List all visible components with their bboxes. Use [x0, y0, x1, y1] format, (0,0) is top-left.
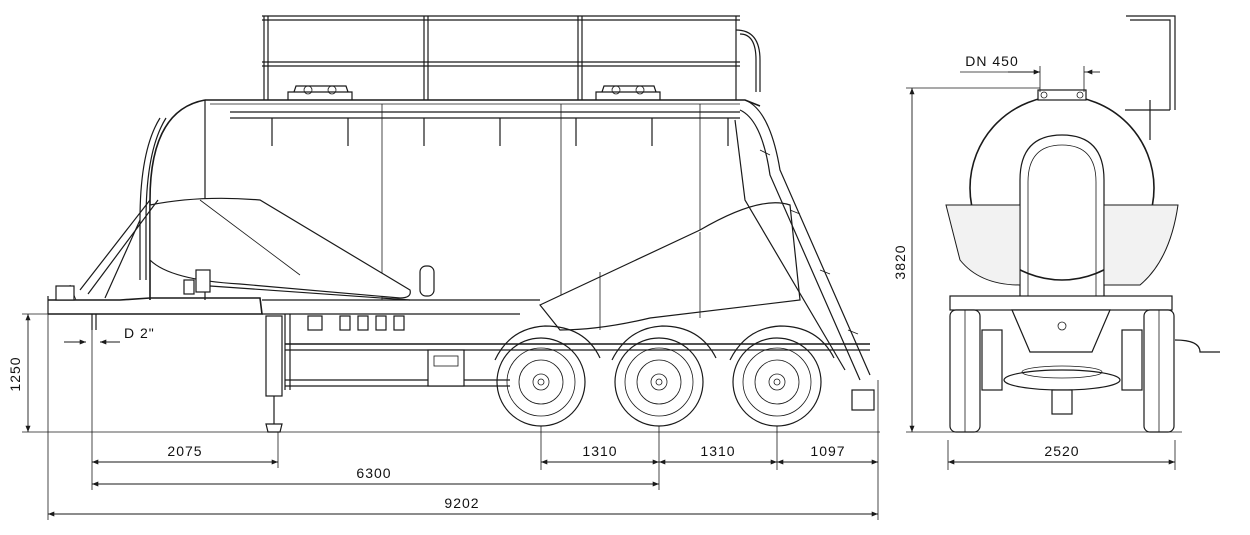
rear-discharge-cone [539, 202, 801, 331]
wheel-1 [496, 337, 586, 427]
dim-label-d2: D 2" [124, 325, 155, 341]
dim-label-6300: 6300 [356, 465, 391, 481]
dimension-lines [22, 66, 1176, 520]
dim-label-1097: 1097 [810, 443, 845, 459]
front-piping [69, 117, 167, 301]
dim-label-2075: 2075 [167, 443, 202, 459]
rear-view [940, 15, 1220, 433]
dim-label-1310-a: 1310 [582, 443, 617, 459]
front-discharge-cone [149, 197, 411, 301]
landing-gear [265, 315, 283, 433]
top-railing [262, 15, 761, 100]
dim-label-1310-b: 1310 [700, 443, 735, 459]
dim-label-1250: 1250 [7, 356, 23, 391]
valve-block [183, 269, 465, 387]
dimension-labels: 2075 1310 1310 1097 6300 9202 2520 D 2" … [7, 53, 1079, 511]
wheel-3 [732, 337, 822, 427]
dim-label-3820: 3820 [892, 244, 908, 279]
chassis-frame [47, 265, 870, 390]
wheel-2 [614, 337, 704, 427]
dim-label-9202: 9202 [444, 495, 479, 511]
dim-label-2520: 2520 [1044, 443, 1079, 459]
manhole-covers [287, 85, 661, 100]
wheels [494, 325, 875, 427]
kingpin [91, 314, 97, 330]
dim-label-dn450: DN 450 [965, 53, 1018, 69]
rear-ladder [734, 99, 871, 381]
side-view [40, 15, 880, 433]
